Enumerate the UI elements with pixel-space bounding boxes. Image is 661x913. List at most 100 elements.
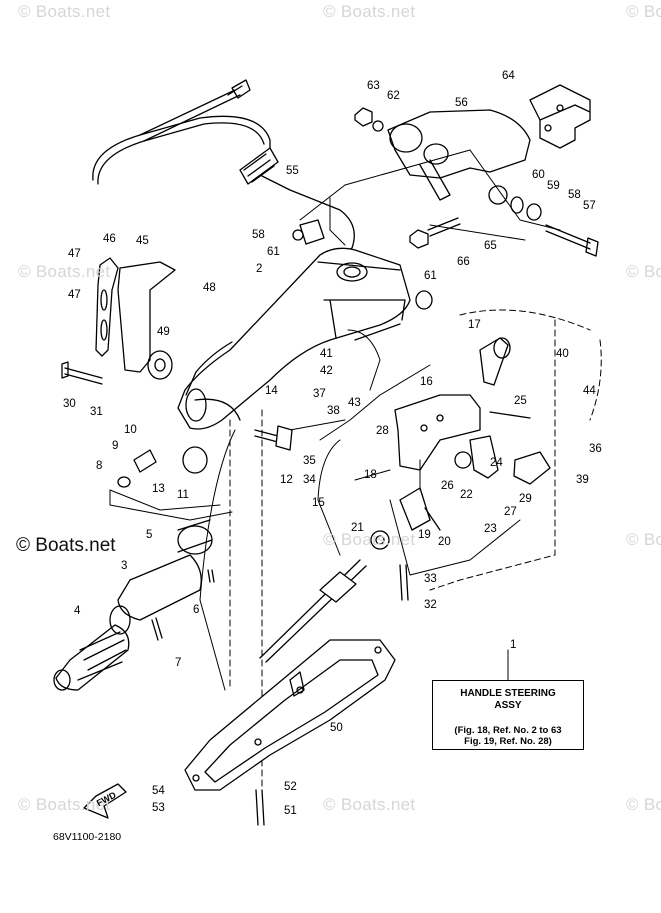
callout: 11 (177, 489, 189, 501)
callout: 19 (418, 529, 431, 541)
callout: 61 (267, 246, 280, 258)
callout: 54 (152, 785, 165, 797)
callout: 58 (568, 189, 581, 201)
screws (61, 361, 441, 826)
callout: 29 (519, 493, 532, 505)
callout: 63 (367, 80, 380, 92)
callout: 34 (303, 474, 316, 486)
watermark-dark: © Boats.net (16, 535, 116, 556)
callout: 35 (303, 455, 316, 467)
watermark: © Boats.net (323, 530, 416, 549)
callout: 39 (576, 474, 589, 486)
callout: 23 (484, 523, 497, 535)
caption-title: HANDLE STEERING (460, 688, 556, 699)
callout: 42 (320, 365, 333, 377)
callout: 20 (438, 536, 451, 548)
callout: 9 (112, 440, 119, 452)
callout: 21 (351, 522, 364, 534)
callout: 61 (424, 270, 437, 282)
callout: 18 (364, 469, 377, 481)
callout: 59 (547, 180, 560, 192)
callout: 36 (589, 443, 602, 455)
callout: 4 (74, 605, 81, 617)
callout: 52 (284, 781, 297, 793)
throttle-mechanism (394, 337, 551, 485)
callout: 17 (468, 319, 481, 331)
group-lines (109, 149, 561, 691)
callout: 1 (510, 639, 517, 651)
caption-ref-1: (Fig. 18, Ref. No. 2 to 63 (454, 725, 562, 736)
callout: 46 (103, 233, 116, 245)
watermark: © Boats.net (626, 2, 661, 21)
callout: 27 (504, 506, 517, 518)
watermark: © Boats.net (18, 2, 111, 21)
callout: 65 (484, 240, 497, 252)
reference-lines (229, 309, 602, 791)
caption-ref-2: Fig. 19, Ref. No. 28) (464, 736, 552, 747)
callout: 25 (514, 395, 527, 407)
watermark: © Boats.net (626, 530, 661, 549)
callout: 48 (203, 282, 216, 294)
callout: 13 (152, 483, 165, 495)
callout: 8 (96, 460, 103, 472)
callout: 2 (256, 263, 263, 275)
callout: 12 (280, 474, 293, 486)
grip-handle (53, 519, 213, 691)
watermark: © Boats.net (626, 795, 661, 814)
callout: 15 (312, 497, 325, 509)
watermark: © Boats.net (323, 2, 416, 21)
callout: 16 (420, 376, 433, 388)
callout: 47 (68, 248, 81, 260)
callout: 41 (320, 348, 333, 360)
base-plate (184, 639, 396, 791)
diagram-part-number: 68V1100-2180 (53, 831, 122, 843)
callout: 24 (490, 457, 503, 469)
callout: 45 (136, 235, 149, 247)
callout: 49 (157, 326, 170, 338)
callout: 50 (330, 722, 343, 734)
callout: 56 (455, 97, 468, 109)
caption-subtitle: ASSY (494, 700, 522, 711)
callout: 32 (424, 599, 437, 611)
watermark: © Boats.net (18, 262, 111, 281)
callout: 64 (502, 70, 515, 82)
callout: 31 (90, 406, 103, 418)
callout: 33 (424, 573, 437, 585)
callout: 55 (286, 165, 299, 177)
throttle-rod (259, 487, 431, 663)
callout: 62 (387, 90, 400, 102)
callout: 43 (348, 397, 361, 409)
fasteners (292, 107, 599, 310)
callout: 37 (313, 388, 326, 400)
callout: 10 (124, 424, 137, 436)
callout: 60 (532, 169, 545, 181)
callout: 22 (460, 489, 473, 501)
left-bracket (95, 257, 176, 380)
callout: 53 (152, 802, 165, 814)
caption-box: HANDLE STEERING ASSY (Fig. 18, Ref. No. … (432, 680, 584, 750)
callout: 57 (583, 200, 596, 212)
callout: 6 (193, 604, 200, 616)
fwd-arrow (83, 783, 127, 819)
callout: 26 (441, 480, 454, 492)
callout: 38 (327, 405, 340, 417)
control-cable (92, 79, 355, 256)
watermark: © Boats.net (626, 262, 661, 281)
callout: 28 (376, 425, 389, 437)
callout: 44 (583, 385, 596, 397)
watermark: © Boats.net (323, 795, 416, 814)
callout: 3 (121, 560, 128, 572)
callout: 5 (146, 529, 153, 541)
tiller-arm (177, 247, 411, 430)
callout: 30 (63, 398, 76, 410)
callout: 66 (457, 256, 470, 268)
callout: 40 (556, 348, 569, 360)
callout: 51 (284, 805, 297, 817)
callout: 7 (175, 657, 182, 669)
callout: 58 (252, 229, 265, 241)
callout: 47 (68, 289, 81, 301)
callout: 14 (265, 385, 278, 397)
upper-bracket (387, 84, 591, 201)
